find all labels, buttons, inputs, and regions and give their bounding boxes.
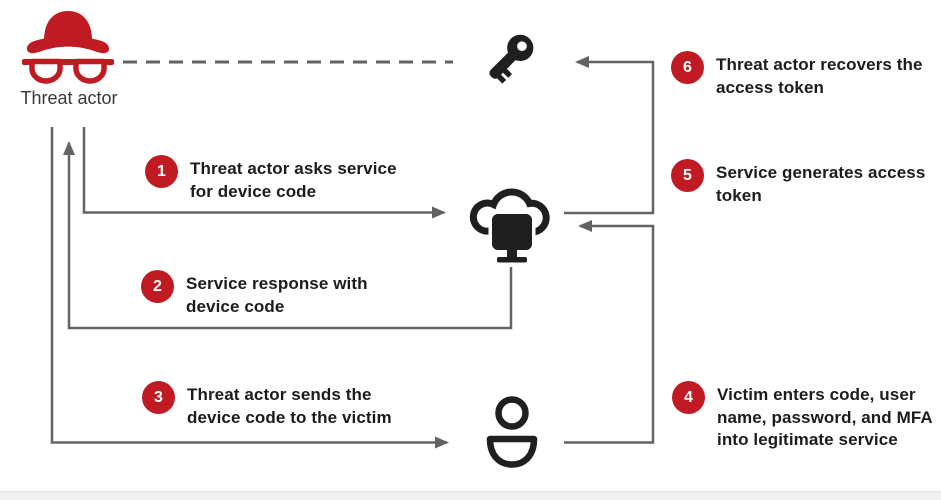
step-4-label: Victim enters code, user name, password,…	[717, 385, 933, 450]
arrow-step4-victim-to-service	[564, 220, 655, 444]
step-6-badge: 6	[671, 51, 704, 84]
step-4-badge: 4	[672, 381, 705, 414]
step-3-badge: 3	[142, 381, 175, 414]
spy-hat-glasses-icon	[22, 11, 114, 84]
step-1: 1 Threat actor asks service for device c…	[145, 155, 397, 203]
step-1-label: Threat actor asks service for device cod…	[190, 159, 397, 201]
cloud-service-icon	[469, 188, 550, 263]
arrow-step2-service-to-threat	[63, 141, 513, 330]
step-2-badge: 2	[141, 270, 174, 303]
arrow-step3-threat-to-victim	[50, 127, 449, 449]
step-5-badge: 5	[671, 159, 704, 192]
key-icon	[489, 34, 534, 84]
arrow-step56-service-to-key	[564, 56, 655, 215]
step-2-label: Service response with device code	[186, 274, 368, 316]
bottom-strip	[0, 491, 941, 500]
step-2: 2 Service response with device code	[141, 270, 368, 318]
step-1-badge: 1	[145, 155, 178, 188]
arrow-step1-threat-to-service	[82, 127, 446, 219]
step-5-label: Service generates access token	[716, 163, 926, 205]
step-4: 4 Victim enters code, user name, passwor…	[672, 381, 933, 452]
step-3-label: Threat actor sends the device code to th…	[187, 385, 392, 427]
step-5: 5 Service generates access token	[671, 159, 925, 207]
step-3: 3 Threat actor sends the device code to …	[142, 381, 392, 429]
threat-actor-label: Threat actor	[20, 88, 118, 108]
person-icon	[486, 396, 538, 468]
step-6-label: Threat actor recovers the access token	[716, 55, 923, 97]
step-6: 6 Threat actor recovers the access token	[671, 51, 923, 99]
